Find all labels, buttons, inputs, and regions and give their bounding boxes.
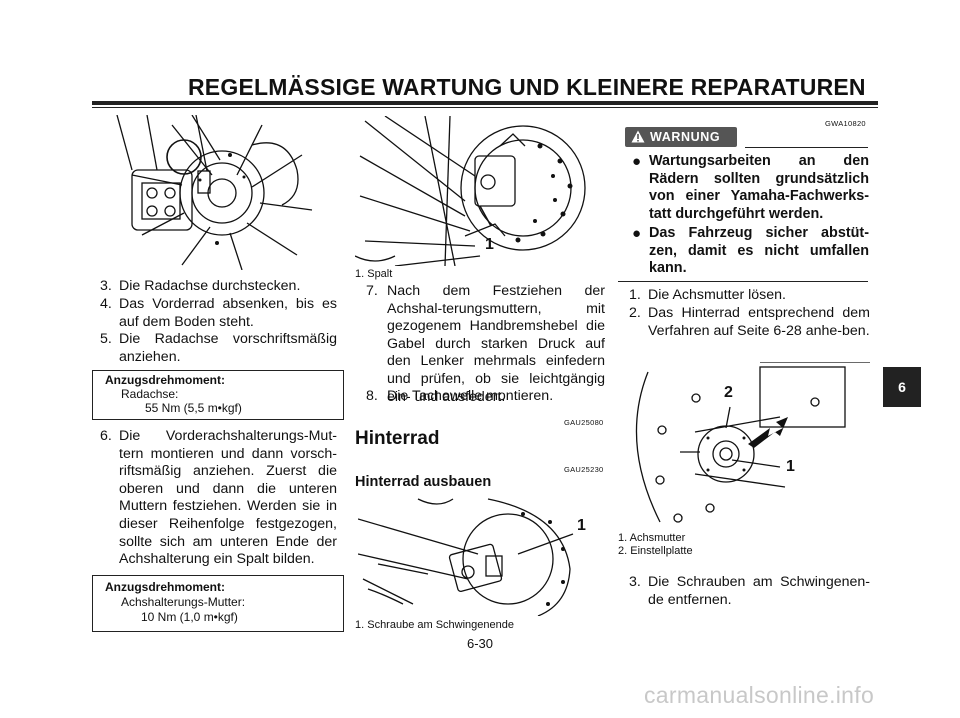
step-text: Die Schrauben am Schwingenen-de entferne… [648, 574, 870, 608]
step-text: Die Radachse vorschriftsmäßig anziehen. [119, 331, 337, 365]
warning-text: Das Fahrzeug sicher abstüt-zen, damit es… [649, 225, 869, 277]
fig1-callout: 1 [485, 236, 494, 253]
torque-box-holder-nut: Anzugsdrehmoment: Achshalterungs-Mutter:… [92, 575, 344, 632]
torque-heading: Anzugsdrehmoment: [105, 580, 225, 594]
step-number: 3. [100, 278, 112, 294]
step-number: 8. [366, 388, 378, 404]
swingarm-illustration [358, 498, 574, 616]
bullet-dot-icon: ● [632, 153, 642, 170]
bullet-dot-icon: ● [632, 225, 642, 242]
fig1-caption: 1. Spalt [355, 268, 393, 280]
torque-box-axle: Anzugsdrehmoment: Radachse: 55 Nm (5,5 m… [92, 370, 344, 420]
step-text: Das Vorderrad absenken, bis es auf dem B… [119, 296, 337, 330]
step-text: Die Tachowelle montieren. [387, 388, 554, 404]
fig3-callout-2: 2 [724, 384, 733, 401]
warning-badge: WARNUNG [625, 127, 737, 147]
step-number: 4. [100, 296, 112, 312]
torque-value: 10 Nm (1,0 m•kgf) [141, 610, 238, 624]
step-number: 5. [100, 331, 112, 347]
step-text: Die Radachse durchstecken. [119, 278, 301, 294]
axle-nut-illustration [635, 362, 870, 523]
fig2-caption: 1. Schraube am Schwingenende [355, 619, 514, 631]
reference-code: GAU25230 [564, 465, 604, 474]
warning-rule-bottom [618, 281, 868, 282]
gap-illustration [355, 116, 586, 266]
subsection-heading: Hinterrad ausbauen [355, 474, 492, 490]
torque-label: Achshalterungs-Mutter: [121, 595, 246, 609]
page-number: 6-30 [467, 636, 494, 651]
warning-triangle-icon [631, 130, 645, 143]
warning-code: GWA10820 [825, 119, 866, 128]
step-number: 3. [629, 574, 641, 590]
warning-rule-top [745, 147, 868, 148]
front-axle-illustration [116, 115, 313, 270]
watermark: carmanualsonline.info [644, 682, 875, 708]
chapter-tab: 6 [883, 367, 921, 407]
step-number: 2. [629, 305, 641, 321]
page-title: REGELMÄSSIGE WARTUNG UND KLEINERE REPARA… [188, 74, 866, 100]
step-text: Die Achsmutter lösen. [648, 287, 786, 303]
step-number: 1. [629, 287, 641, 303]
step-number: 6. [100, 428, 112, 444]
fig2-callout: 1 [577, 517, 586, 534]
step-text: Das Hinterrad entsprechend dem Verfahren… [648, 305, 870, 339]
section-heading: Hinterrad [355, 428, 440, 449]
fig3-caption-1: 1. Achsmutter [618, 532, 686, 544]
title-rule [92, 101, 878, 105]
warning-text: Wartungsarbeiten an den Rädern sollten g… [649, 153, 869, 222]
step-number: 7. [366, 283, 378, 299]
torque-value: 55 Nm (5,5 m•kgf) [145, 401, 242, 415]
torque-heading: Anzugsdrehmoment: [105, 373, 225, 387]
step-text: Nach dem Festziehen der Achshal-terungsm… [387, 283, 605, 405]
reference-code: GAU25080 [564, 418, 604, 427]
fig3-callout-1: 1 [786, 458, 795, 475]
warning-label: WARNUNG [650, 130, 721, 144]
title-rule-thin [92, 107, 878, 108]
fig3-caption-2: 2. Einstellplatte [618, 545, 693, 557]
step-text: Die Vorderachshalterungs-Mut-tern montie… [119, 428, 337, 568]
torque-label: Radachse: [121, 387, 179, 401]
